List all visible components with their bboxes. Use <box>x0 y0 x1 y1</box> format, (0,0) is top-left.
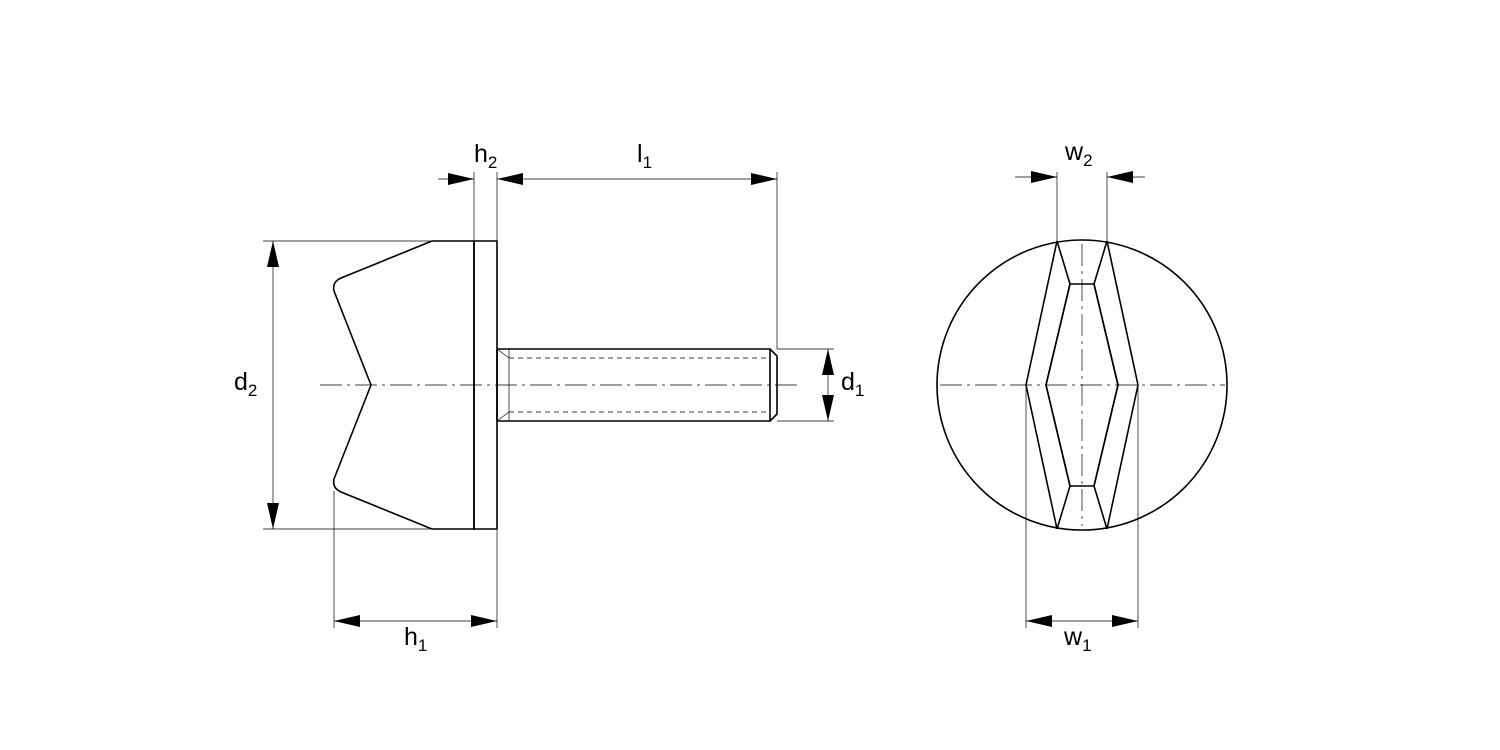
head-circle <box>936 239 1228 531</box>
dim-w1-arrow-left <box>1026 615 1052 627</box>
dim-d2-arrow-top <box>267 241 279 267</box>
dim-w2-arrow-left <box>1031 171 1057 183</box>
front-dimensions: w2 w1 <box>1015 138 1145 655</box>
front-view <box>936 239 1228 531</box>
label-w1: w1 <box>1063 623 1092 655</box>
dim-d1-arrow-top <box>822 349 834 375</box>
dim-w2-arrow-right <box>1107 171 1133 183</box>
head-wing-outline <box>332 240 475 530</box>
side-dimensions: h2 l1 d2 d1 h1 <box>234 140 864 655</box>
dim-h1-arrow-left <box>334 615 360 627</box>
label-w2: w2 <box>1064 138 1093 170</box>
dim-d1-arrow-bottom <box>822 395 834 421</box>
shaft-root-chamfer-bottom <box>496 411 510 422</box>
label-l1: l1 <box>637 140 652 172</box>
dim-l1-arrow-right <box>751 173 777 185</box>
shaft-root-chamfer-top <box>496 348 510 359</box>
label-h1: h1 <box>404 623 427 655</box>
dim-h2-arrow <box>448 173 474 185</box>
dim-w1-arrow-right <box>1112 615 1138 627</box>
label-d2: d2 <box>234 368 257 400</box>
label-d1: d1 <box>841 368 864 400</box>
side-view <box>320 240 800 530</box>
dim-d2-arrow-bottom <box>267 503 279 529</box>
label-h2: h2 <box>474 140 497 172</box>
dim-l1-arrow-left <box>497 173 523 185</box>
dim-h1-arrow-right <box>471 615 497 627</box>
